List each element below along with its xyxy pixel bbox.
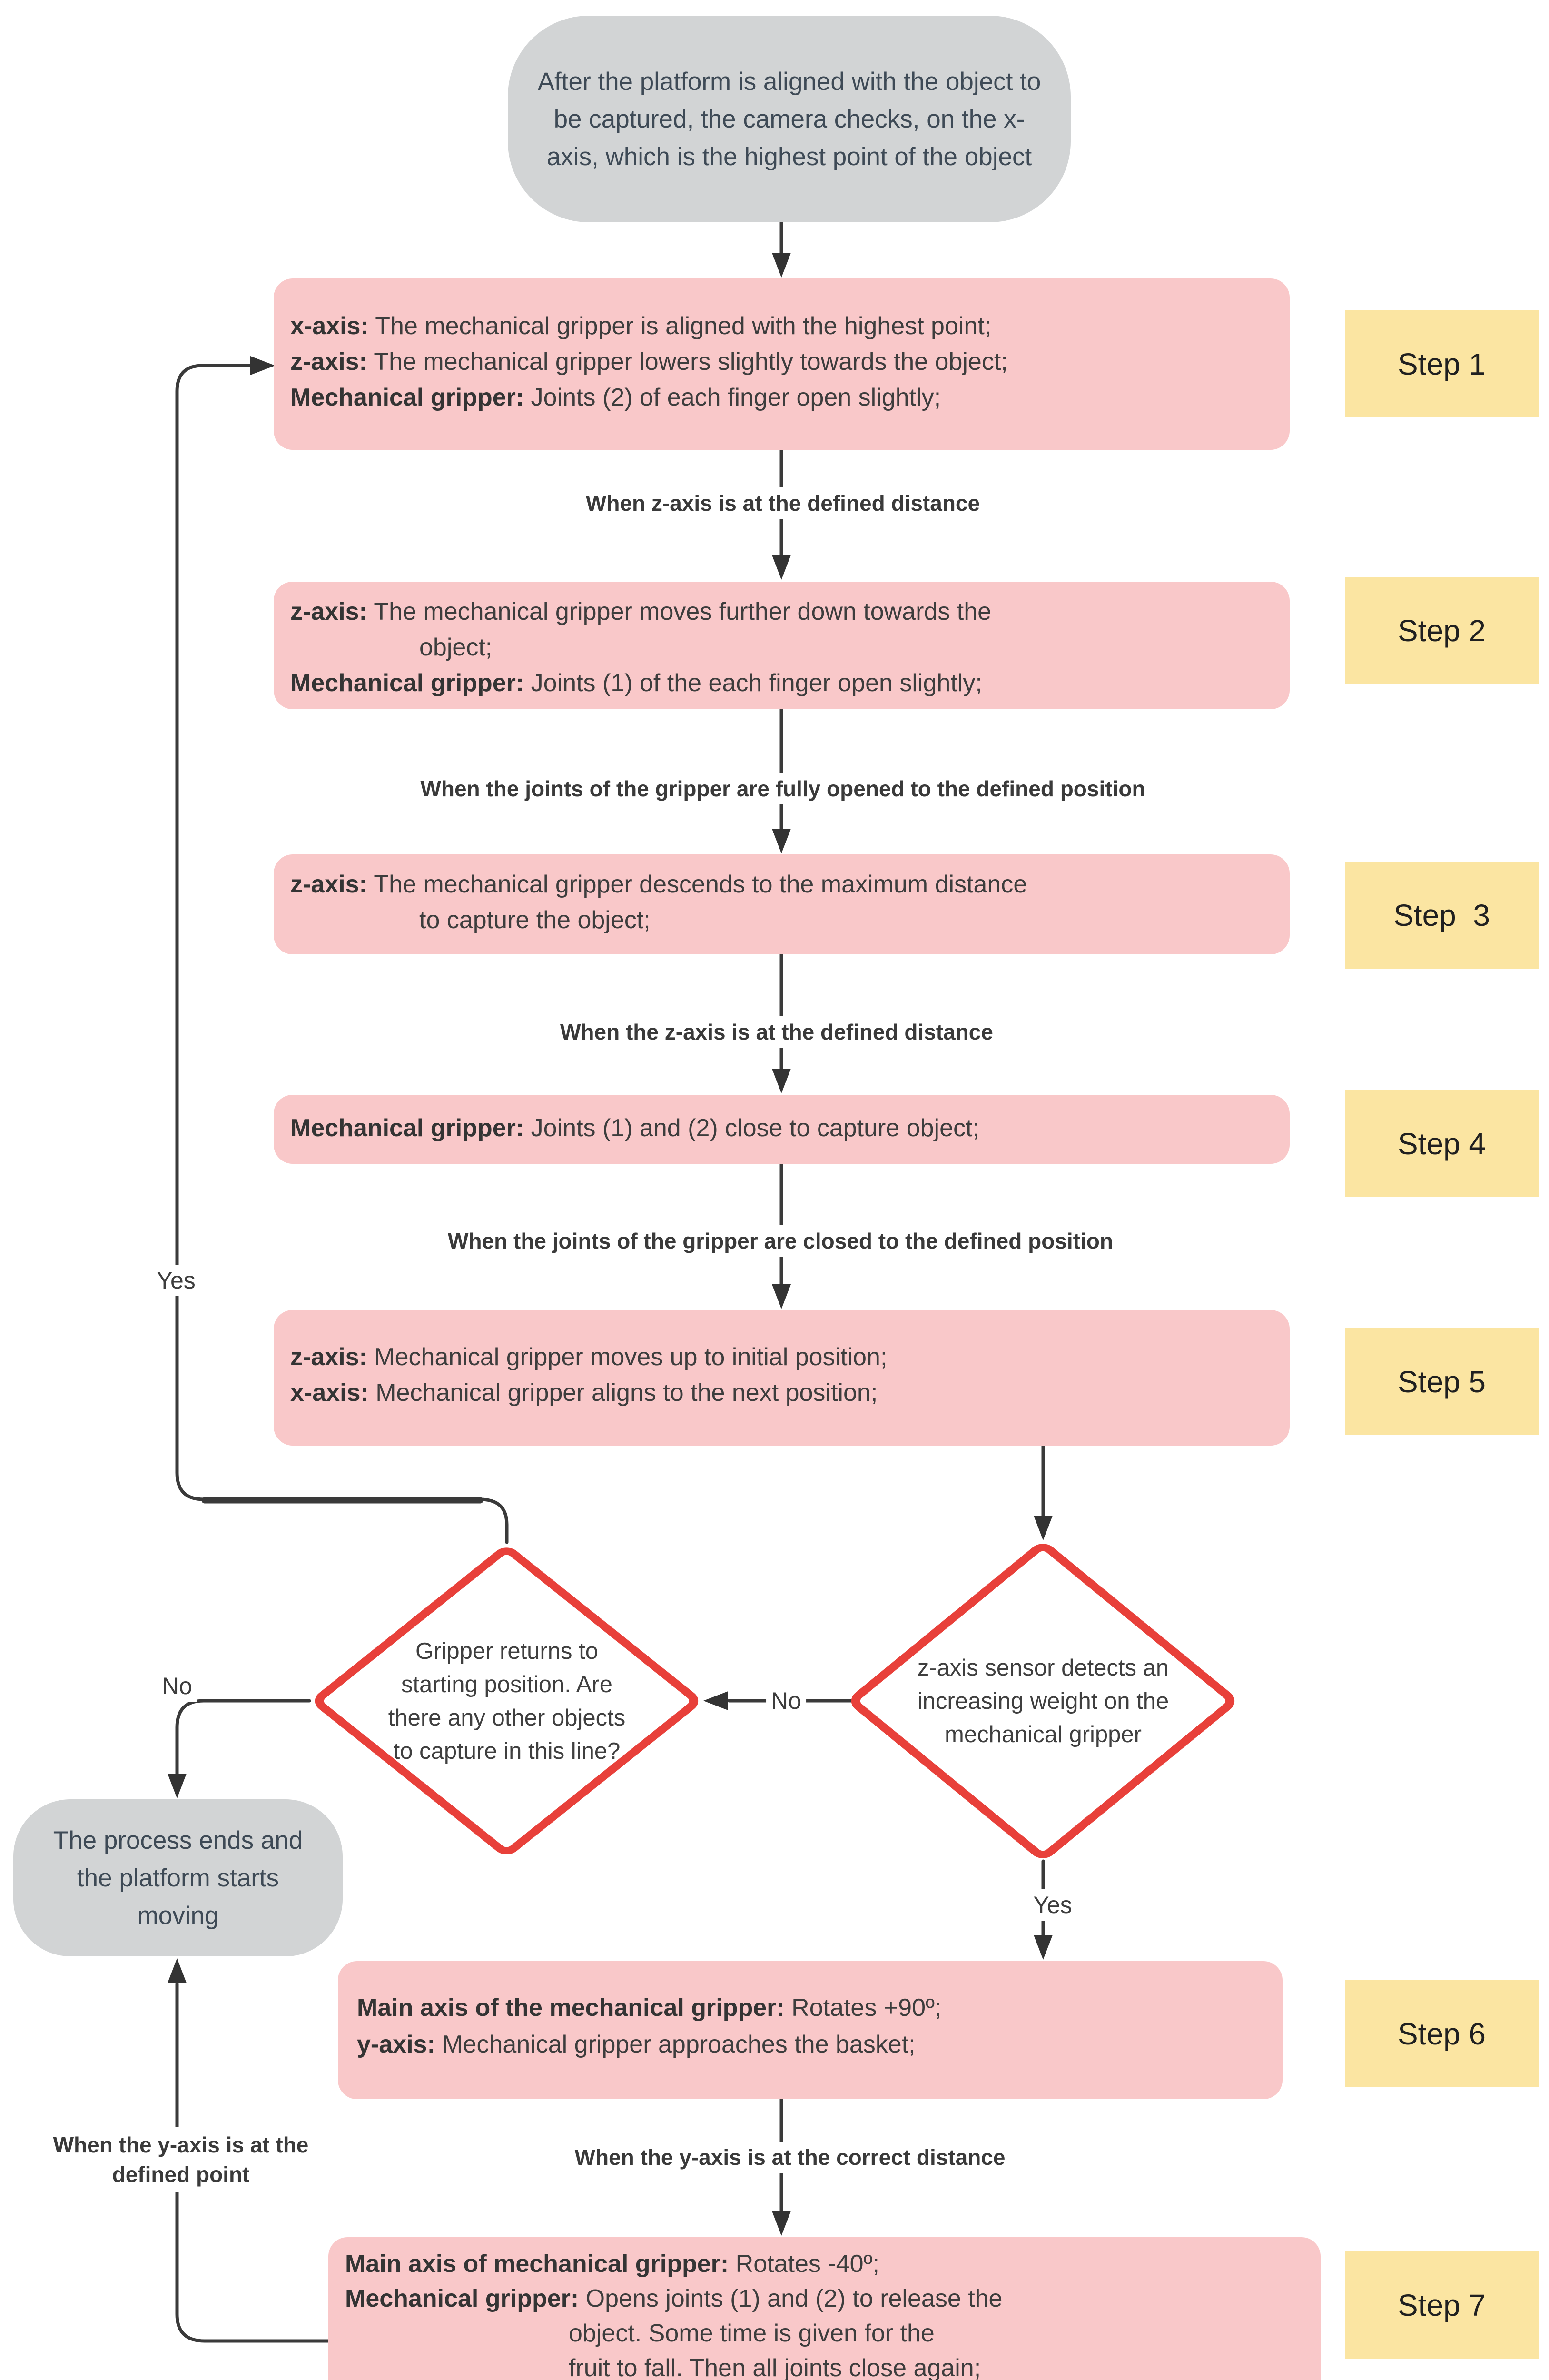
step6-tag: Step 6 — [1345, 1980, 1539, 2087]
step2-line3-label: Mechanical gripper: — [290, 669, 524, 697]
step2-box: z-axis: The mechanical gripper moves fur… — [274, 582, 1290, 709]
arrowhead-ldiamond-left — [703, 1691, 728, 1710]
step5-line1-text: Mechanical gripper moves up to initial p… — [367, 1343, 888, 1371]
step3-box: z-axis: The mechanical gripper descends … — [274, 854, 1290, 954]
step4-line1-label: Mechanical gripper: — [290, 1114, 524, 1142]
arrowhead-rdiamond — [1034, 1516, 1053, 1540]
condition-step3-step4: When the z-axis is at the defined distan… — [553, 1016, 1000, 1048]
step5-box: z-axis: Mechanical gripper moves up to i… — [274, 1310, 1290, 1446]
arrowhead-step1-left — [250, 356, 275, 375]
decision-right-text: z-axis sensor detects an increasing weig… — [905, 1577, 1181, 1825]
step4-tag: Step 4 — [1345, 1090, 1539, 1197]
arrowhead-step6 — [1034, 1935, 1053, 1960]
end-node-text: The process ends and the platform starts… — [53, 1826, 303, 1930]
label-no-between-diamonds: No — [766, 1685, 806, 1716]
step3-tag: Step 3 — [1345, 862, 1539, 969]
arrowhead-step5 — [772, 1284, 791, 1309]
step1-tag: Step 1 — [1345, 310, 1539, 417]
arrowhead-endnode-top — [168, 1774, 187, 1798]
edge-ldiamond-to-end — [175, 1699, 311, 1776]
step6-line2-text: Mechanical gripper approaches the basket… — [435, 2031, 916, 2058]
decision-left-question: Gripper returns to starting position. Ar… — [388, 1638, 626, 1764]
edge-step7-to-end — [175, 1982, 330, 2343]
step1-line1-text: The mechanical gripper is aligned with t… — [368, 312, 992, 340]
step7-line1-text: Rotates -40º; — [729, 2250, 879, 2278]
step1-box: x-axis: The mechanical gripper is aligne… — [274, 278, 1290, 450]
step6-line2-label: y-axis: — [357, 2031, 435, 2058]
step1-line1-label: x-axis: — [290, 312, 369, 340]
decision-right-question: z-axis sensor detects an increasing weig… — [917, 1655, 1169, 1747]
step4-box: Mechanical gripper: Joints (1) and (2) c… — [274, 1095, 1290, 1164]
step5-line2-text: Mechanical gripper aligns to the next po… — [368, 1379, 878, 1407]
step7-line2-text: Opens joints (1) and (2) to release the — [579, 2285, 1003, 2312]
end-node: The process ends and the platform starts… — [13, 1799, 343, 1956]
arrowhead-step7 — [772, 2211, 791, 2236]
step6-box: Main axis of the mechanical gripper: Rot… — [338, 1961, 1283, 2099]
step7-line3-text: object. Some time is given for the — [569, 2320, 935, 2347]
step7-line2-label: Mechanical gripper: — [345, 2285, 579, 2312]
start-node-text: After the platform is aligned with the o… — [537, 67, 1041, 171]
arrowhead-step4 — [772, 1069, 791, 1093]
step5-tag: Step 5 — [1345, 1328, 1539, 1435]
step2-line1-label: z-axis: — [290, 598, 367, 625]
step7-box: Main axis of mechanical gripper: Rotates… — [328, 2237, 1321, 2380]
start-node: After the platform is aligned with the o… — [508, 16, 1071, 222]
arrowhead-endnode-bottom — [168, 1958, 187, 1983]
condition-step7-end: When the y-axis is at the defined point — [27, 2127, 335, 2192]
step1-line3-label: Mechanical gripper: — [290, 384, 524, 411]
step1-line2-label: z-axis: — [290, 348, 367, 376]
arrowhead-step1-top — [772, 253, 791, 278]
step1-line3-text: Joints (2) of each finger open slightly; — [524, 384, 941, 411]
condition-step2-step3: When the joints of the gripper are fully… — [414, 773, 1152, 804]
step7-line1-label: Main axis of mechanical gripper: — [345, 2250, 729, 2278]
step3-line1-text: The mechanical gripper descends to the m… — [367, 871, 1027, 898]
step6-line1-label: Main axis of the mechanical gripper: — [357, 1994, 785, 2022]
step7-line4-text: fruit to fall. Then all joints close aga… — [569, 2354, 981, 2380]
step5-line2-label: x-axis: — [290, 1379, 369, 1407]
step7-tag: Step 7 — [1345, 2251, 1539, 2359]
step5-line1-label: z-axis: — [290, 1343, 367, 1371]
condition-step4-step5: When the joints of the gripper are close… — [441, 1225, 1120, 1257]
step6-line1-text: Rotates +90º; — [784, 1994, 942, 2022]
decision-left-text: Gripper returns to starting position. Ar… — [388, 1577, 626, 1825]
step1-line2-text: The mechanical gripper lowers slightly t… — [367, 348, 1008, 376]
step2-line2-text: object; — [419, 634, 493, 661]
step2-line1-text: The mechanical gripper moves further dow… — [367, 598, 992, 625]
arrowhead-step3 — [772, 829, 791, 853]
step2-tag: Step 2 — [1345, 577, 1539, 684]
label-no-to-end: No — [157, 1670, 197, 1702]
arrowhead-step2 — [772, 555, 791, 580]
step4-line1-text: Joints (1) and (2) close to capture obje… — [524, 1114, 979, 1142]
step2-line3-text: Joints (1) of the each finger open sligh… — [524, 669, 982, 697]
step3-line2-text: to capture the object; — [419, 906, 651, 934]
label-yes-to-step6: Yes — [1028, 1889, 1077, 1921]
step3-line1-label: z-axis: — [290, 871, 367, 898]
condition-step1-step2: When z-axis is at the defined distance — [579, 487, 987, 519]
label-yes-loop: Yes — [152, 1265, 200, 1296]
condition-step6-step7: When the y-axis is at the correct distan… — [568, 2142, 1012, 2173]
edge-ldiamond-yes-loop — [175, 364, 509, 1544]
